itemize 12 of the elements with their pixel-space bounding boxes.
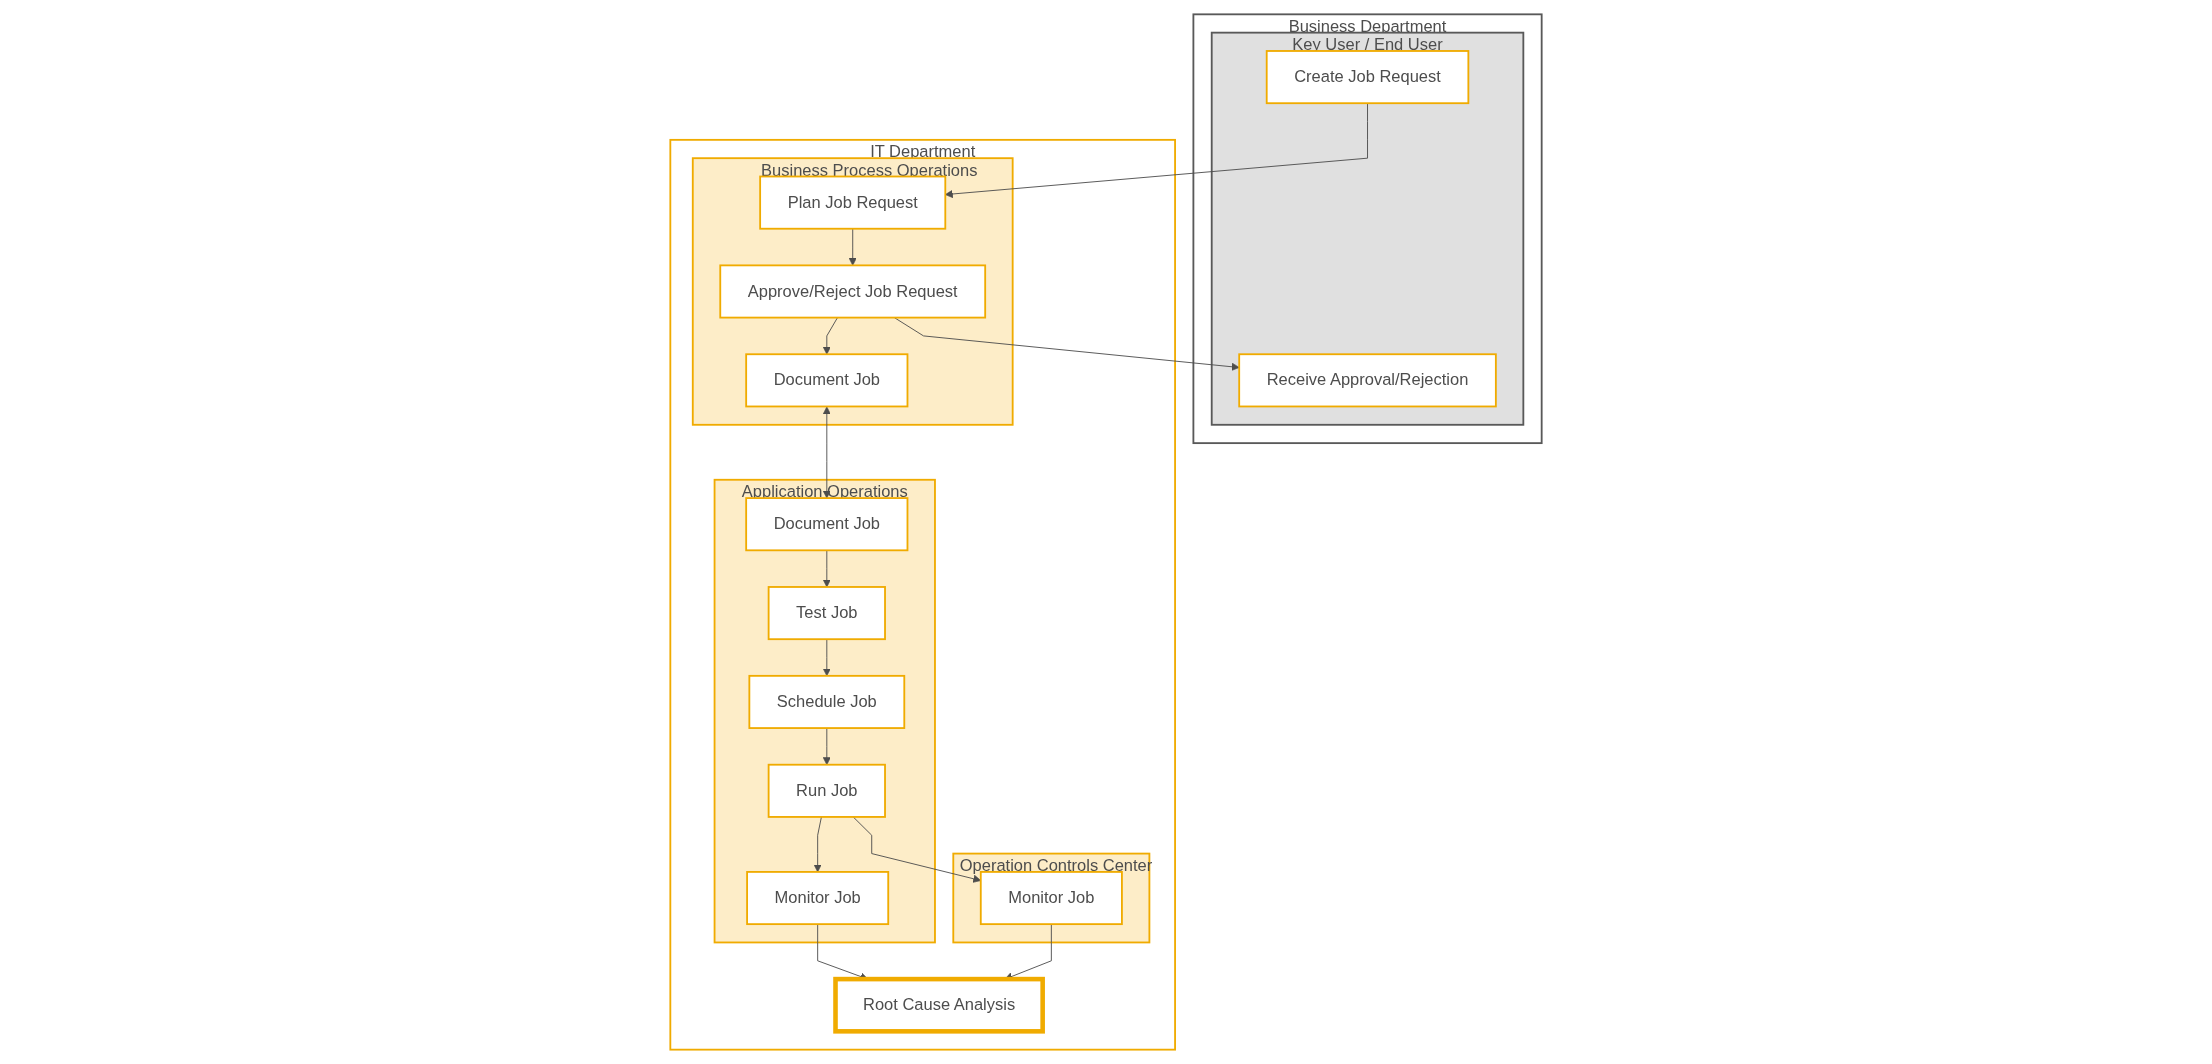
node-box: Document Job: [745, 353, 909, 408]
node-box: Create Job Request: [1265, 50, 1470, 105]
node-box: Receive Approval/Rejection: [1238, 353, 1497, 408]
node-box: Root Cause Analysis: [833, 976, 1045, 1034]
node-box: Schedule Job: [748, 674, 906, 729]
node-box: Approve/Reject Job Request: [719, 264, 987, 319]
node-box: Monitor Job: [746, 871, 890, 926]
node-box: Monitor Job: [979, 871, 1123, 926]
node-box: Run Job: [767, 763, 886, 818]
node-box: Plan Job Request: [759, 175, 947, 230]
node-box: Test Job: [767, 586, 886, 641]
node-box: Document Job: [745, 497, 909, 552]
